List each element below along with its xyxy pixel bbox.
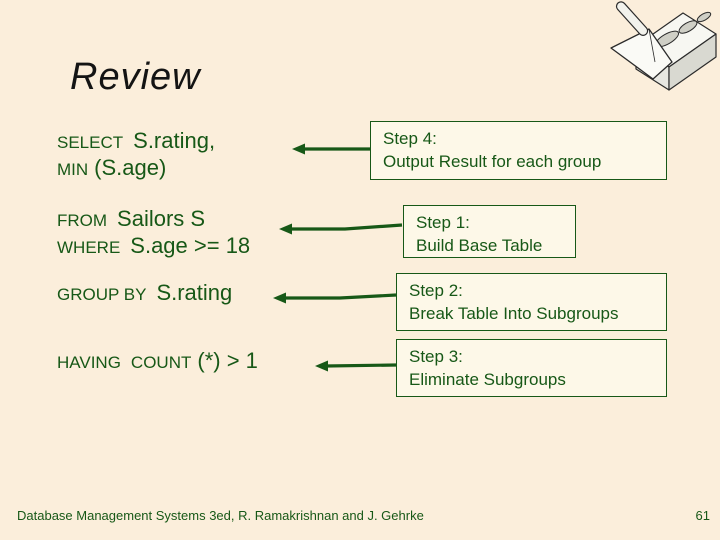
sql-from-line: FROM Sailors S — [57, 206, 205, 232]
sql-min-args: (S.age) — [94, 155, 167, 180]
arrow-step2-line — [284, 293, 397, 300]
sql-keyword-where: WHERE — [57, 238, 121, 257]
sql-where-line: WHERE S.age >= 18 — [57, 233, 250, 259]
page-title: Review — [70, 56, 201, 98]
sql-min-line: MIN (S.age) — [57, 155, 166, 181]
sql-groupby-args: S.rating — [156, 280, 233, 305]
sql-select-args: S.rating, — [133, 128, 216, 153]
step-2-label: Step 2: — [409, 281, 463, 300]
arrowhead-step2-icon — [273, 292, 286, 304]
arrowhead-step1-icon — [279, 223, 292, 235]
sql-having-args: (*) > 1 — [197, 348, 258, 373]
sql-groupby-line: GROUP BY S.rating — [57, 280, 232, 306]
step-box-4: Step 4: Output Result for each group — [370, 121, 667, 180]
sql-keyword-min: MIN — [57, 160, 89, 179]
sql-where-args: S.age >= 18 — [130, 233, 251, 258]
step-3-label: Step 3: — [409, 347, 463, 366]
step-box-3: Step 3: Eliminate Subgroups — [396, 339, 667, 397]
step-4-label: Step 4: — [383, 129, 437, 148]
step-3-desc: Eliminate Subgroups — [409, 370, 566, 389]
sql-keyword-groupby: GROUP BY — [57, 285, 147, 304]
step-1-label: Step 1: — [416, 213, 470, 232]
step-4-desc: Output Result for each group — [383, 152, 602, 171]
step-box-1: Step 1: Build Base Table — [403, 205, 576, 258]
sql-select-line: SELECT S.rating, — [57, 128, 215, 154]
step-2-desc: Break Table Into Subgroups — [409, 304, 619, 323]
arrowhead-step4-icon — [292, 143, 305, 155]
sql-having-line: HAVING COUNT (*) > 1 — [57, 348, 258, 374]
arrow-step1-line — [290, 223, 403, 231]
step-1-desc: Build Base Table — [416, 236, 543, 255]
sql-keyword-from: FROM — [57, 211, 108, 230]
footer-citation: Database Management Systems 3ed, R. Rama… — [17, 508, 424, 523]
arrowhead-step3-icon — [315, 360, 328, 372]
sql-from-args: Sailors S — [117, 206, 206, 231]
page-number: 61 — [695, 508, 710, 523]
step-box-2: Step 2: Break Table Into Subgroups — [396, 273, 667, 331]
sql-keyword-select: SELECT — [57, 133, 124, 152]
arrow-step4-line — [325, 363, 397, 368]
brick-and-trowel-icon — [610, 1, 717, 91]
sql-keyword-count: COUNT — [130, 353, 192, 372]
sql-keyword-having: HAVING — [57, 353, 121, 372]
